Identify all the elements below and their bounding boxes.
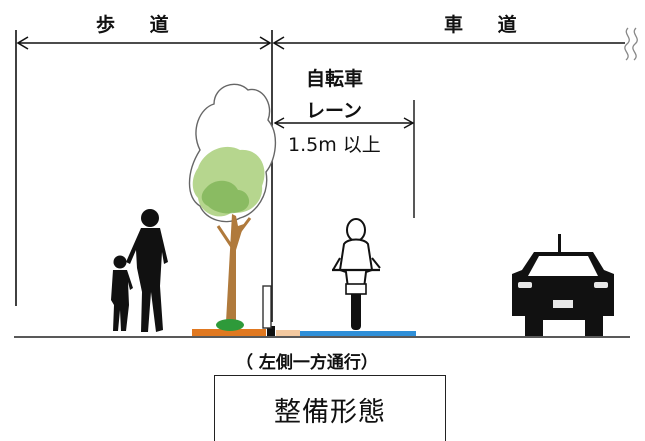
cyclist-icon — [332, 218, 381, 330]
curb-block — [267, 326, 275, 336]
sidewalk-label: 歩 道 — [96, 14, 183, 36]
sidewalk-dimension — [15, 30, 273, 322]
bike-lane-strip — [300, 331, 416, 336]
diagram-title: 整備形態 — [274, 397, 386, 428]
buffer-strip — [276, 330, 300, 336]
title-box: 整備形態 — [214, 375, 446, 441]
direction-note: （ 左側一方通行） — [236, 353, 378, 373]
tree-icon — [188, 83, 276, 331]
shrub-icon — [216, 319, 244, 331]
roadway-label: 車 道 — [444, 14, 531, 36]
roadway-dimension — [272, 27, 638, 61]
car-icon — [512, 234, 614, 336]
pedestrians-icon — [111, 209, 168, 332]
planting-strip — [192, 329, 266, 336]
bollard-icon — [262, 285, 272, 329]
bike-lane-label-line1: 自転車 — [306, 68, 364, 90]
bike-lane-width-label: 1.5m 以上 — [288, 134, 381, 156]
bike-lane-dimension — [273, 100, 415, 218]
bike-lane-label-line2: レーン — [306, 100, 363, 122]
